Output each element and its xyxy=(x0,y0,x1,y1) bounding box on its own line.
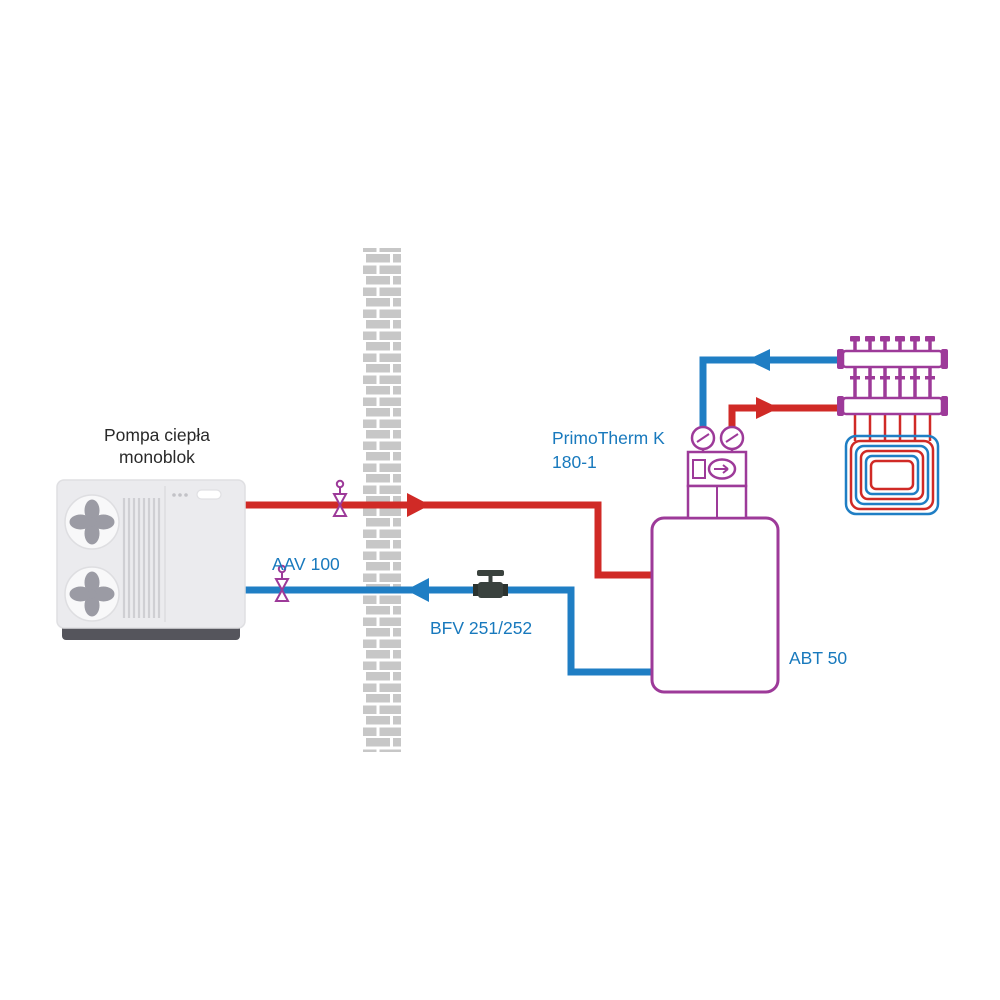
pump-group xyxy=(686,425,748,520)
flow-arrow-icon-manifold-supply xyxy=(756,397,779,419)
manifold-return-pipe-blue xyxy=(699,356,846,428)
tank-label: ABT 50 xyxy=(789,648,847,668)
flow-arrow-icon-manifold-return xyxy=(747,349,770,371)
buffer-tank xyxy=(650,516,780,694)
fan-icon xyxy=(64,494,120,550)
air-vent-valve-icon-return xyxy=(274,564,290,602)
ball-valve-icon xyxy=(473,570,508,598)
manifold xyxy=(837,336,948,441)
fan-icon xyxy=(64,566,120,622)
heat-pump-unit xyxy=(56,479,246,640)
heat-pump-label-line2: monoblok xyxy=(119,447,195,467)
bfv-label: BFV 251/252 xyxy=(430,618,532,638)
pump-group-label-line2: 180-1 xyxy=(552,452,597,472)
manifold-supply-bar xyxy=(841,396,944,416)
pump-group-label-line1: PrimoTherm K xyxy=(552,428,665,448)
heat-pump-status-leds xyxy=(172,493,188,497)
heat-pump-display xyxy=(196,489,222,500)
flow-arrow-icon-supply xyxy=(407,493,430,517)
manifold-return-bar xyxy=(841,349,944,369)
manifold-supply-pipe-red xyxy=(728,404,846,428)
floor-heating-coil xyxy=(844,434,940,516)
heat-pump-grille xyxy=(122,498,161,618)
air-vent-valve-icon-supply xyxy=(332,479,348,517)
flow-arrow-icon-return xyxy=(406,578,429,602)
aav-label: AAV 100 xyxy=(272,554,340,574)
heat-pump-label-line1: Pompa ciepła xyxy=(104,425,210,445)
return-pipe-blue xyxy=(240,586,655,676)
brick-wall xyxy=(363,248,401,752)
